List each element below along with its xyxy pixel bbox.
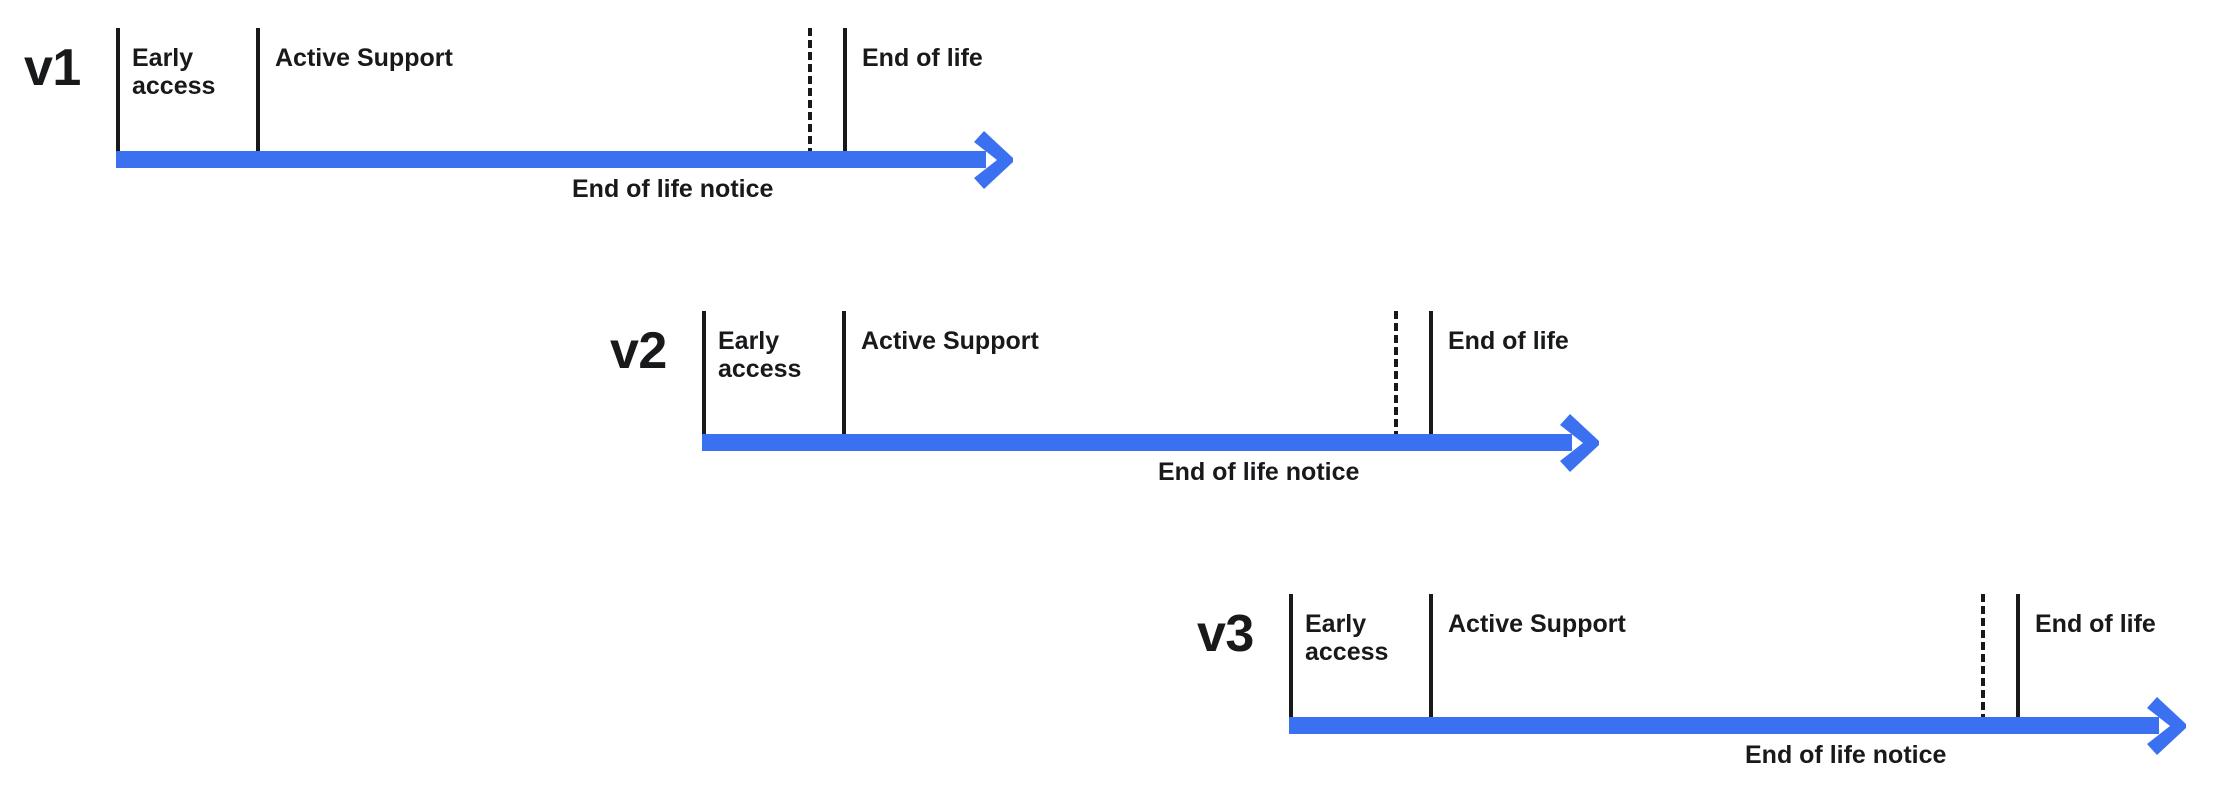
timeline-arrow-shaft-v2: [702, 434, 1572, 451]
timeline-row-v1: v1 Early access Active Support End of li…: [0, 0, 1060, 210]
version-label-v1: v1: [24, 39, 81, 97]
timeline-arrow-shaft-v1: [116, 151, 986, 168]
phase-label-end-of-life-v2: End of life: [1448, 327, 1569, 355]
tick-end-of-life-v2: [1429, 311, 1433, 439]
notice-label-v1: End of life notice: [572, 175, 774, 203]
tick-start-v2: [702, 311, 706, 439]
phase-label-early-access-v3: Early access: [1305, 610, 1389, 666]
phase-label-early-access-v2: Early access: [718, 327, 802, 383]
notice-label-v3: End of life notice: [1745, 741, 1947, 769]
phase-label-active-support-v1: Active Support: [275, 44, 453, 72]
tick-end-of-life-notice-v1: [808, 28, 812, 156]
phase-label-active-support-v2: Active Support: [861, 327, 1039, 355]
tick-start-v1: [116, 28, 120, 156]
timeline-arrow-head-v1: [966, 131, 1022, 189]
phase-label-early-access-v1: Early access: [132, 44, 216, 100]
phase-label-active-support-v3: Active Support: [1448, 610, 1626, 638]
timeline-row-v3: v3 Early access Active Support End of li…: [1173, 566, 2228, 776]
tick-early-access-end-v3: [1429, 594, 1433, 722]
tick-end-of-life-v3: [2016, 594, 2020, 722]
notice-label-v2: End of life notice: [1158, 458, 1360, 486]
tick-early-access-end-v1: [256, 28, 260, 156]
tick-start-v3: [1289, 594, 1293, 722]
tick-end-of-life-v1: [843, 28, 847, 156]
version-label-v3: v3: [1197, 605, 1254, 663]
version-label-v2: v2: [610, 322, 667, 380]
tick-end-of-life-notice-v3: [1981, 594, 1985, 722]
tick-end-of-life-notice-v2: [1394, 311, 1398, 439]
phase-label-end-of-life-v1: End of life: [862, 44, 983, 72]
timeline-arrow-head-v2: [1552, 414, 1608, 472]
timeline-row-v2: v2 Early access Active Support End of li…: [586, 283, 1646, 493]
tick-early-access-end-v2: [842, 311, 846, 439]
phase-label-end-of-life-v3: End of life: [2035, 610, 2156, 638]
timeline-arrow-shaft-v3: [1289, 717, 2159, 734]
timeline-arrow-head-v3: [2139, 697, 2195, 755]
